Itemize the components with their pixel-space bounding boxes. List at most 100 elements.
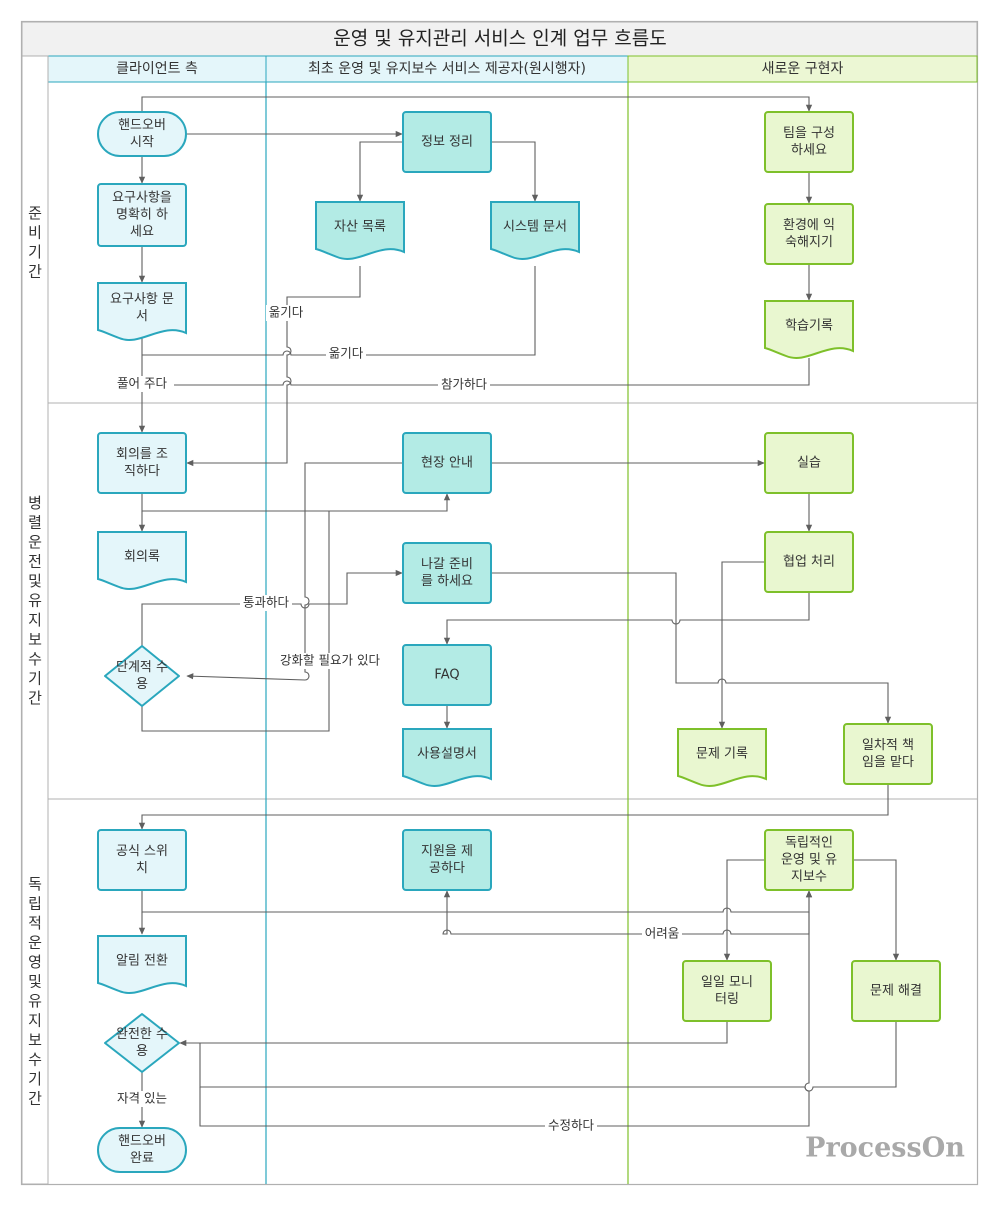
provide-support-node-shape bbox=[402, 829, 492, 891]
independent-operation-node-shape bbox=[764, 829, 854, 891]
lane-header-provider-label: 최초 운영 및 유지보수 서비스 제공자(원시행자) bbox=[308, 61, 586, 77]
organize-info-node-label: 정보 정리 bbox=[421, 135, 473, 150]
collaboration-node-label: 협업 처리 bbox=[783, 555, 835, 570]
edge-label-join: 참가하다 bbox=[441, 377, 488, 392]
user-manual-node: 사용설명서 bbox=[402, 728, 492, 787]
edge-primary-to-switch bbox=[138, 785, 889, 830]
system-document-node: 시스템 문서 bbox=[490, 201, 580, 260]
processon-watermark: ProcessOn bbox=[805, 1133, 965, 1164]
diagram-title: 운영 및 유지관리 서비스 인계 업무 흐름도 bbox=[333, 28, 666, 50]
edge-label-modify: 수정하다 bbox=[548, 1118, 595, 1133]
familiarize-environment-node-shape bbox=[764, 203, 854, 265]
switch-notice-node: 알림 전환 bbox=[97, 935, 187, 994]
lane-header-provider bbox=[265, 55, 629, 83]
organize-info-node: 정보 정리 bbox=[402, 111, 492, 173]
problem-solving-node-shape bbox=[851, 960, 941, 1022]
edge-start-to-team bbox=[141, 96, 813, 112]
edge-info-to-asset bbox=[356, 141, 403, 202]
lane-header-newimpl bbox=[627, 55, 978, 83]
edge-accept-strengthen bbox=[141, 510, 447, 732]
system-document-node-label: 시스템 문서 bbox=[503, 220, 567, 235]
edge-label-explain: 풀어 주다 bbox=[117, 376, 167, 391]
collaboration-node: 협업 처리 bbox=[764, 531, 854, 593]
phase-column bbox=[21, 55, 49, 1185]
user-manual-node-label: 사용설명서 bbox=[417, 747, 477, 762]
site-guide-node-label: 현장 안내 bbox=[421, 456, 473, 471]
edge-accept-modify bbox=[199, 890, 813, 1127]
edge-indep-to-daily bbox=[723, 859, 765, 961]
issue-record-node-label: 문제 기록 bbox=[696, 747, 748, 762]
issue-record-node-shape bbox=[677, 728, 767, 787]
edge-label-qualified: 자격 있는 bbox=[117, 1091, 167, 1106]
asset-list-node-label: 자산 목록 bbox=[334, 220, 386, 235]
switch-notice-node-label: 알림 전환 bbox=[116, 954, 168, 969]
edge-indep-difficulty bbox=[442, 890, 810, 935]
problem-solving-node: 문제 해결 bbox=[851, 960, 941, 1022]
organize-meeting-node-shape bbox=[97, 432, 187, 494]
asset-list-node: 자산 목록 bbox=[315, 201, 405, 260]
daily-monitoring-node-shape bbox=[682, 960, 772, 1022]
edge-label-difficulty-bg bbox=[642, 926, 682, 942]
primary-responsibility-node-shape bbox=[843, 723, 933, 785]
faq-node: FAQ bbox=[402, 644, 492, 706]
meeting-minutes-node: 회의록 bbox=[97, 531, 187, 590]
lane-header-newimpl-label: 새로운 구현자 bbox=[762, 61, 844, 77]
switch-notice-node-shape bbox=[97, 935, 187, 994]
edge-info-to-sysdoc bbox=[491, 141, 539, 202]
asset-list-node-shape bbox=[315, 201, 405, 260]
problem-solving-node-label: 문제 해결 bbox=[870, 984, 922, 999]
practice-node: 실습 bbox=[764, 432, 854, 494]
edge-solve-to-accept bbox=[199, 1021, 897, 1092]
edge-label-move-sysdoc-bg bbox=[326, 346, 366, 362]
lane-header-client-label: 클라이언트 측 bbox=[116, 61, 198, 77]
requirements-document-node-shape bbox=[97, 282, 187, 341]
practice-node-shape bbox=[764, 432, 854, 494]
study-record-node-shape bbox=[764, 300, 854, 359]
full-acceptance-node-shape bbox=[104, 1013, 180, 1073]
edge-switch-to-indep bbox=[141, 890, 813, 913]
study-record-node: 학습기록 bbox=[764, 300, 854, 359]
edge-label-pass: 통과하다 bbox=[243, 595, 290, 610]
edge-indep-to-solve bbox=[853, 859, 900, 961]
edge-label-join-bg bbox=[438, 377, 490, 393]
edge-asset-to-meeting bbox=[186, 266, 361, 467]
organize-info-node-shape bbox=[402, 111, 492, 173]
official-switch-node-shape bbox=[97, 829, 187, 891]
edge-label-difficulty: 어려움 bbox=[645, 926, 680, 941]
user-manual-node-shape bbox=[402, 728, 492, 787]
clarify-requirements-node-shape bbox=[97, 183, 187, 247]
practice-node-label: 실습 bbox=[797, 456, 821, 471]
system-document-node-shape bbox=[490, 201, 580, 260]
edge-label-move-asset: 옮기다 bbox=[269, 305, 304, 320]
edge-exit-to-primary bbox=[491, 572, 892, 724]
staged-acceptance-node-shape bbox=[104, 645, 180, 707]
form-team-node-shape bbox=[764, 111, 854, 173]
